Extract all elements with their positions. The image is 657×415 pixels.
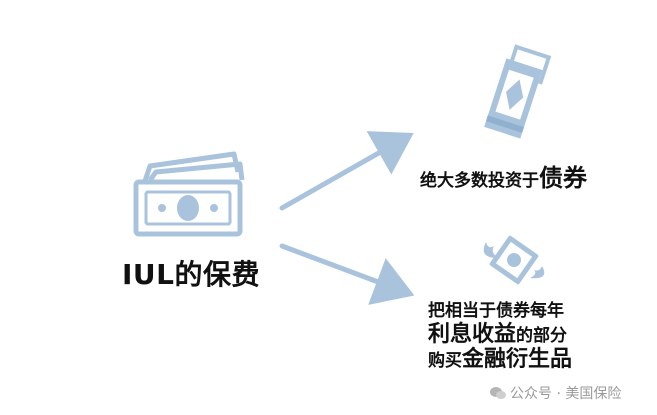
derivative-label-line-2: 利息收益的部分: [428, 322, 648, 347]
derivative-label: 把相当于债券每年 利息收益的部分 购买金融衍生品: [428, 301, 648, 372]
main-label: IUL的保费: [122, 258, 260, 291]
arrow-to-derivative: [279, 243, 415, 305]
bond-certificate-icon: [484, 44, 554, 144]
derivative-label-text: 把相当于债券每年: [428, 301, 564, 321]
derivative-label-line-3: 购买金融衍生品: [428, 347, 648, 372]
derivative-label-emphasis: 金融衍生品: [462, 346, 573, 372]
derivative-label-text: 的部分: [516, 325, 568, 346]
arrow-to-bond: [279, 131, 414, 211]
derivative-label-text: 购买: [428, 350, 462, 371]
money-stack-icon: [130, 150, 248, 240]
watermark-text: 公众号 · 美国保险: [510, 386, 622, 402]
watermark: 公众号 · 美国保险: [490, 383, 621, 403]
bond-label: 绝大多数投资于债券: [420, 158, 587, 193]
flying-money-icon: [476, 228, 552, 292]
wechat-icon: [490, 386, 506, 400]
derivative-label-emphasis: 利息收益: [428, 321, 517, 347]
bond-label-emphasis: 债券: [539, 164, 587, 192]
derivative-label-line-1: 把相当于债券每年: [428, 301, 648, 322]
bond-label-part: 绝大多数投资于: [420, 171, 539, 191]
